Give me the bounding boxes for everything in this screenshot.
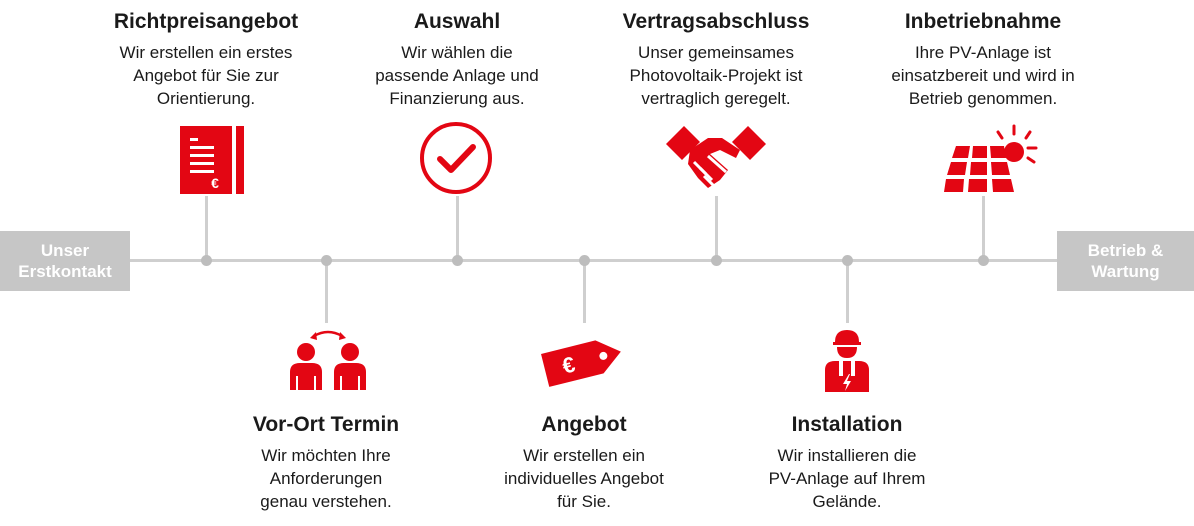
step-description: Wir erstellen ein erstes Angebot für Sie… <box>76 41 336 110</box>
start-box-line2: Erstkontakt <box>18 262 112 281</box>
timeline-dot <box>451 255 463 266</box>
step-desc-line: Orientierung. <box>156 89 256 108</box>
euro-glyph: € <box>560 352 578 379</box>
step-desc-line: Wir erstellen ein erstes <box>119 43 293 62</box>
timeline-dot <box>710 255 722 266</box>
step-angebot: Angebot Wir erstellen ein individuelles … <box>454 412 714 513</box>
start-box-line1: Unser <box>40 241 90 260</box>
step-desc-line: genau verstehen. <box>260 492 392 511</box>
connector-angebot <box>582 261 586 323</box>
step-title: Richtpreisangebot <box>113 10 299 33</box>
step-desc-line: Photovoltaik-Projekt ist <box>629 66 803 85</box>
timeline-dot <box>200 255 212 266</box>
step-desc-line: Wir installieren die <box>777 446 917 465</box>
step-title: Auswahl <box>413 10 501 33</box>
step-title: Vertragsabschluss <box>622 10 810 33</box>
timeline-dot <box>977 255 989 266</box>
step-desc-line: Betrieb genommen. <box>908 89 1058 108</box>
step-description: Wir erstellen ein individuelles Angebot … <box>454 444 714 513</box>
end-box-line1: Betrieb & <box>1087 241 1164 260</box>
step-richtpreisangebot: Richtpreisangebot Wir erstellen ein erst… <box>76 9 336 110</box>
step-description: Wir installieren die PV-Anlage auf Ihrem… <box>717 444 977 513</box>
checkmark-circle-icon <box>420 122 492 194</box>
step-vertragsabschluss: Vertragsabschluss Unser gemeinsames Phot… <box>586 9 846 110</box>
connector-vertragsabschluss <box>714 196 718 258</box>
euro-glyph: € <box>211 175 219 191</box>
step-desc-line: vertraglich geregelt. <box>641 89 791 108</box>
step-title: Angebot <box>541 413 627 436</box>
connector-auswahl <box>455 196 459 258</box>
step-desc-line: Gelände. <box>812 492 882 511</box>
end-box-line2: Wartung <box>1091 262 1160 281</box>
start-box: Unser Erstkontakt <box>0 231 130 291</box>
step-inbetriebnahme: Inbetriebnahme Ihre PV-Anlage ist einsat… <box>853 9 1113 110</box>
installer-worker-icon <box>825 330 869 392</box>
step-desc-line: individuelles Angebot <box>504 469 664 488</box>
price-tag-euro-icon: € <box>541 340 621 387</box>
timeline-dot <box>578 255 590 266</box>
step-desc-line: Anforderungen <box>269 469 383 488</box>
timeline-line <box>130 259 1060 262</box>
two-people-icon <box>290 330 366 390</box>
document-euro-icon: € <box>180 126 244 194</box>
step-title: Vor-Ort Termin <box>252 413 400 436</box>
step-title: Installation <box>791 413 903 436</box>
solar-panel-sun-icon <box>944 124 1038 192</box>
step-desc-line: Ihre PV-Anlage ist <box>914 43 1052 62</box>
step-desc-line: Unser gemeinsames <box>638 43 794 62</box>
step-description: Unser gemeinsames Photovoltaik-Projekt i… <box>586 41 846 110</box>
step-vor-ort-termin: Vor-Ort Termin Wir möchten Ihre Anforder… <box>196 412 456 513</box>
timeline-dot <box>320 255 332 266</box>
step-desc-line: Wir erstellen ein <box>523 446 645 465</box>
step-desc-line: Wir möchten Ihre <box>261 446 391 465</box>
step-description: Ihre PV-Anlage ist einsatzbereit und wir… <box>853 41 1113 110</box>
step-desc-line: für Sie. <box>557 492 611 511</box>
step-description: Wir wählen die passende Anlage und Finan… <box>327 41 587 110</box>
step-desc-line: Wir wählen die <box>401 43 513 62</box>
timeline-dot <box>841 255 853 266</box>
step-desc-line: PV-Anlage auf Ihrem <box>768 469 926 488</box>
step-auswahl: Auswahl Wir wählen die passende Anlage u… <box>327 9 587 110</box>
connector-installation <box>845 261 849 323</box>
connector-richtpreisangebot <box>204 196 208 258</box>
end-box: Betrieb & Wartung <box>1057 231 1194 291</box>
handshake-icon <box>666 126 766 188</box>
connector-inbetriebnahme <box>981 196 985 258</box>
step-desc-line: Angebot für Sie zur <box>133 66 279 85</box>
step-title: Inbetriebnahme <box>904 10 1062 33</box>
connector-vor-ort-termin <box>324 261 328 323</box>
step-desc-line: passende Anlage und <box>375 66 539 85</box>
step-description: Wir möchten Ihre Anforderungen genau ver… <box>196 444 456 513</box>
step-desc-line: einsatzbereit und wird in <box>891 66 1075 85</box>
step-desc-line: Finanzierung aus. <box>389 89 525 108</box>
step-installation: Installation Wir installieren die PV-Anl… <box>717 412 977 513</box>
